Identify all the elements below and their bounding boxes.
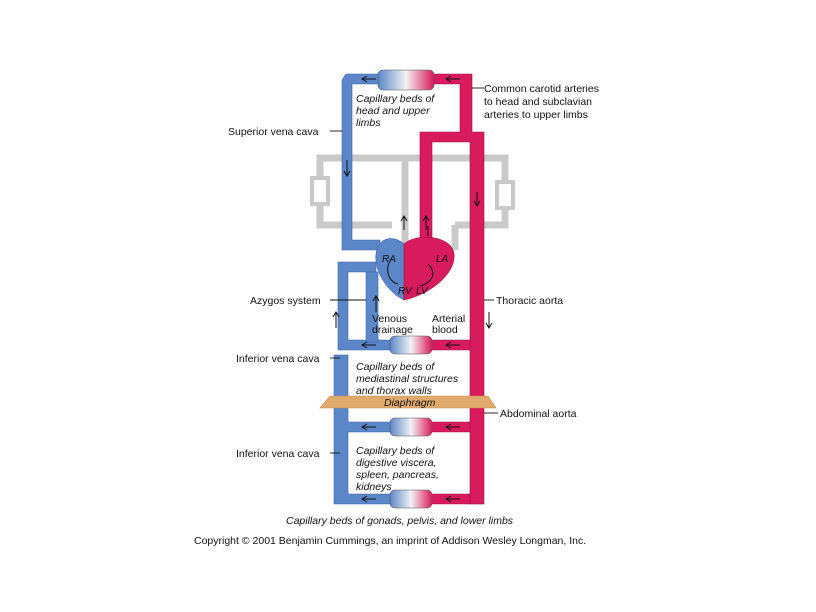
head-capillary-bed: [377, 69, 435, 91]
chamber-rv: RV: [398, 286, 413, 297]
label-common-carotid-3: arteries to upper limbs: [484, 109, 588, 121]
chamber-ra: RA: [382, 254, 396, 265]
chamber-la: LA: [436, 254, 449, 265]
label-common-carotid-1: Common carotid arteries: [484, 83, 599, 95]
right-heart: [375, 238, 405, 301]
right-lung-capillary: [310, 176, 330, 206]
caption-digestive-4: kidneys: [356, 481, 392, 493]
label-venous-drainage-1: Venous: [372, 313, 407, 325]
flow-arrows: [332, 75, 493, 503]
caption-head-3: limbs: [356, 117, 381, 129]
label-arterial-blood-2: blood: [432, 324, 458, 336]
caption-gonads: Capillary beds of gonads, pelvis, and lo…: [286, 515, 514, 527]
diaphragm-band: [319, 395, 497, 409]
caption-digestive-2: digestive viscera,: [356, 457, 437, 469]
caption-head-1: Capillary beds of: [356, 93, 435, 105]
chamber-lv: LV: [416, 286, 429, 297]
label-arterial-blood-1: Arterial: [432, 313, 465, 325]
gonads-capillary-bed: [389, 489, 433, 509]
abdominal-aorta-vessel: [469, 399, 485, 505]
venous-drainage-vessel: [365, 271, 379, 343]
label-azygos-system: Azygos system: [250, 295, 321, 307]
heart: [375, 236, 455, 301]
arterial-vessels: [419, 73, 485, 505]
venous-vessels: [333, 73, 393, 505]
label-abdominal-aorta: Abdominal aorta: [500, 408, 577, 420]
aortic-arch-vessel: [419, 73, 485, 401]
left-lung-capillary: [495, 180, 515, 210]
label-inferior-vena-cava-lower: Inferior vena cava: [236, 448, 320, 460]
label-common-carotid-2: to head and subclavian: [484, 96, 592, 108]
label-superior-vena-cava: Superior vena cava: [228, 126, 319, 138]
label-thoracic-aorta: Thoracic aorta: [496, 295, 563, 307]
label-venous-drainage-2: drainage: [372, 324, 413, 336]
caption-digestive-3: spleen, pancreas,: [356, 469, 439, 481]
left-heart: [403, 236, 455, 301]
label-diaphragm: Diaphragm: [384, 397, 436, 409]
caption-mediastinal-2: mediastinal structures: [356, 373, 459, 385]
capillary-beds: [377, 69, 435, 509]
digestive-capillary-bed: [389, 417, 433, 437]
caption-mediastinal-3: and thorax walls: [356, 385, 433, 397]
caption-digestive-1: Capillary beds of: [356, 445, 435, 457]
copyright-notice: Copyright © 2001 Benjamin Cummings, an i…: [194, 535, 586, 547]
caption-head-2: head and upper: [356, 105, 430, 117]
mediastinal-capillary-bed: [389, 335, 433, 355]
azygos-vessel: [337, 261, 393, 351]
ivc-abdominal-vessel: [333, 404, 393, 505]
label-inferior-vena-cava-upper: Inferior vena cava: [236, 353, 320, 365]
caption-mediastinal-1: Capillary beds of: [356, 361, 435, 373]
leader-lines: [330, 87, 498, 454]
